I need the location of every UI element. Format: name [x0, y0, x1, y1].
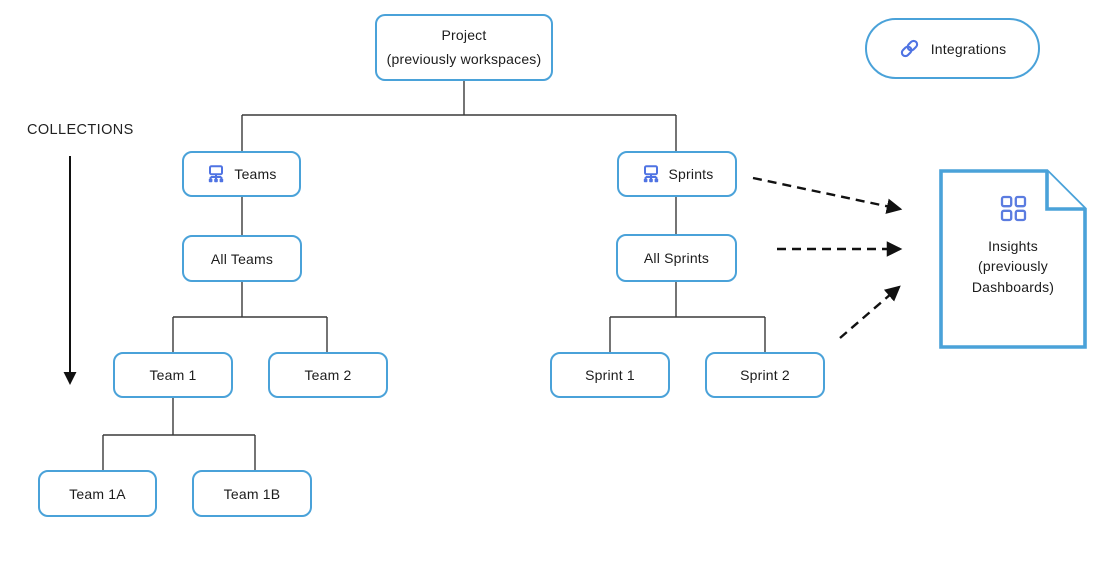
node-all-sprints: All Sprints — [616, 234, 737, 282]
org-chart-icon — [641, 164, 661, 184]
document-shape — [939, 169, 1087, 349]
node-team-1b: Team 1B — [192, 470, 312, 517]
sprints-label: Sprints — [668, 166, 714, 182]
sprint-2-label: Sprint 2 — [740, 367, 790, 383]
node-sprint-2: Sprint 2 — [705, 352, 825, 398]
all-teams-label: All Teams — [210, 250, 274, 267]
team-1a-label: Team 1A — [69, 485, 126, 502]
node-project: Project (previously workspaces) — [375, 14, 553, 81]
node-teams: Teams — [182, 151, 301, 197]
integrations-label: Integrations — [930, 40, 1007, 57]
node-insights: Insights (previously Dashboards) — [938, 168, 1088, 350]
node-sprint-1: Sprint 1 — [550, 352, 670, 398]
dashed-arrow-sprints-to-insights — [752, 176, 903, 214]
org-chart-icon — [206, 164, 226, 184]
all-sprints-label: All Sprints — [643, 250, 710, 266]
project-label-line2: (previously workspaces) — [386, 51, 542, 67]
sprint-1-label: Sprint 1 — [585, 367, 635, 383]
node-all-teams: All Teams — [182, 235, 302, 282]
insights-label-line3: Dashboards) — [971, 278, 1055, 295]
node-team-1a: Team 1A — [38, 470, 157, 517]
project-label-line1: Project — [441, 27, 487, 43]
node-team-2: Team 2 — [268, 352, 388, 398]
team-1-label: Team 1 — [149, 367, 197, 383]
node-team-1: Team 1 — [113, 352, 233, 398]
insights-label-line1: Insights — [988, 238, 1038, 254]
team-2-label: Team 2 — [304, 367, 352, 383]
teams-label: Teams — [234, 166, 277, 182]
team-1b-label: Team 1B — [223, 485, 281, 502]
dashed-arrow-sprintitems-to-insights — [839, 285, 901, 339]
node-sprints: Sprints — [617, 151, 737, 197]
insights-label-line2: (previously — [978, 258, 1048, 275]
link-icon — [899, 38, 920, 59]
collections-label: COLLECTIONS — [27, 122, 134, 138]
node-integrations: Integrations — [865, 18, 1040, 79]
grid-icon — [1000, 195, 1027, 227]
